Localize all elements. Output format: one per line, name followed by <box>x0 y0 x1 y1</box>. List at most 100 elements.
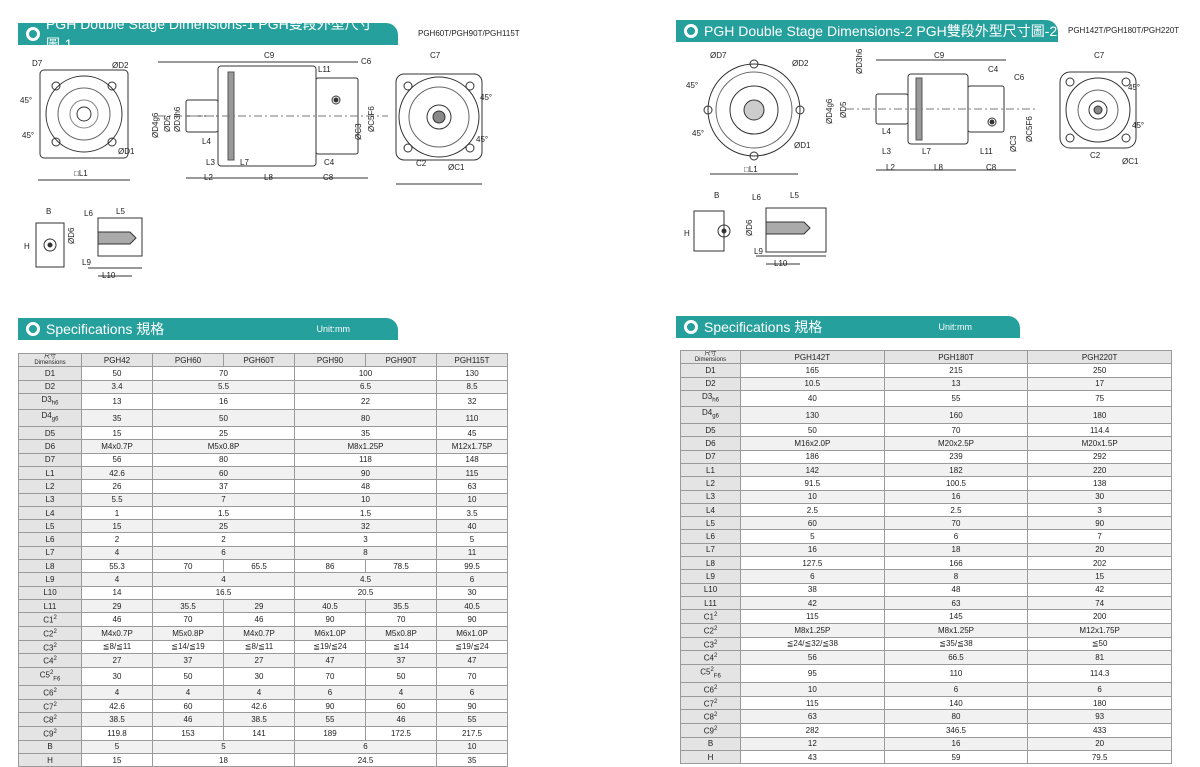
table-cell: 38.5 <box>81 712 153 728</box>
table-row: C32≦24/≦32/≦38≦35/≦38≦50 <box>680 636 1172 652</box>
right-spec-title: Specifications 規格 <box>704 319 823 335</box>
table-cell: 130 <box>436 366 508 381</box>
svg-text:ØD1: ØD1 <box>794 141 811 150</box>
table-cell: 30 <box>436 585 508 600</box>
table-cell: 70 <box>152 559 224 574</box>
svg-text:C8: C8 <box>323 173 334 182</box>
table-cell: 27 <box>81 653 153 668</box>
table-cell: 42.6 <box>223 698 295 714</box>
row-label: C72 <box>18 698 82 714</box>
table-cell: ≦8/≦11 <box>81 639 153 655</box>
table-cell: 70 <box>883 423 1029 438</box>
row-label: D7 <box>680 449 741 464</box>
row-label: C52F6 <box>18 666 82 687</box>
table-cell: 86 <box>294 559 366 574</box>
left-unit: Unit:mm <box>316 324 351 334</box>
table-cell: 40.5 <box>436 598 508 614</box>
row-label: D2 <box>18 379 82 394</box>
row-label: L7 <box>680 542 741 558</box>
table-cell: 20.5 <box>294 585 437 600</box>
table-cell: 27 <box>223 653 295 668</box>
table-cell: 29 <box>223 598 295 614</box>
table-cell: 115 <box>436 465 508 481</box>
table-cell: ≦19/≦24 <box>436 639 508 655</box>
left-title-banner: PGH Double Stage Dimensions-1 PGH雙段外型尺寸圖… <box>18 16 398 52</box>
table-cell: 30 <box>1027 489 1172 504</box>
row-label: L7 <box>18 545 82 561</box>
table-cell: 78.5 <box>365 559 437 574</box>
table-cell: 80 <box>152 452 295 467</box>
table-cell: 8.5 <box>436 379 508 394</box>
row-label: L2 <box>680 476 741 491</box>
table-cell: 200 <box>1027 609 1172 624</box>
table-cell: 25 <box>152 519 295 534</box>
left-front-flange <box>39 69 129 159</box>
svg-text:C6: C6 <box>361 57 372 66</box>
table-cell: 26 <box>81 479 153 494</box>
svg-text:D7: D7 <box>32 59 43 68</box>
svg-text:H: H <box>684 229 690 238</box>
table-cell: 138 <box>1027 476 1172 491</box>
table-cell: 115 <box>740 609 885 624</box>
table-cell: 5 <box>152 739 295 755</box>
table-cell: 63 <box>883 595 1029 611</box>
row-label: D4g6 <box>680 406 741 425</box>
table-cell: ≦35/≦38 <box>883 636 1029 652</box>
table-cell: M4x0.7P <box>81 625 153 641</box>
row-label: C42 <box>18 653 82 668</box>
svg-text:C8: C8 <box>986 163 997 172</box>
table-cell: 110 <box>436 409 508 428</box>
table-cell: 15 <box>1027 569 1172 584</box>
row-label: D1 <box>18 366 82 381</box>
table-cell: M12x1.75P <box>1027 622 1172 638</box>
row-label: D5 <box>680 423 741 438</box>
table-cell: 3 <box>294 532 437 547</box>
table-cell: 95 <box>740 663 885 684</box>
table-cell: 2 <box>81 532 153 547</box>
svg-text:L11: L11 <box>318 65 331 74</box>
table-cell: 65.5 <box>223 559 295 574</box>
row-label: L5 <box>18 519 82 534</box>
table-cell: 50 <box>152 666 224 687</box>
table-cell: 35 <box>436 753 508 767</box>
table-cell: 18 <box>883 542 1029 558</box>
table-cell: M5x0.8P <box>365 625 437 641</box>
table-cell: 118 <box>294 452 437 467</box>
table-cell: 45 <box>436 426 508 441</box>
column-header: PGH180T <box>883 349 1029 365</box>
table-cell: M5x0.8P <box>152 439 295 454</box>
table-cell: 29 <box>81 598 153 614</box>
right-spec-banner: Specifications 規格 Unit:mm <box>676 316 1020 338</box>
table-cell: 119.8 <box>81 726 153 741</box>
svg-text:ØD4g6: ØD4g6 <box>151 112 160 138</box>
svg-text:45°: 45° <box>20 96 32 105</box>
svg-text:ØD5: ØD5 <box>839 101 848 118</box>
table-cell: 114.4 <box>1027 423 1172 438</box>
table-cell: 48 <box>883 582 1029 597</box>
table-cell: 6 <box>294 685 366 700</box>
table-cell: 70 <box>294 666 366 687</box>
svg-text:L6: L6 <box>84 209 93 218</box>
